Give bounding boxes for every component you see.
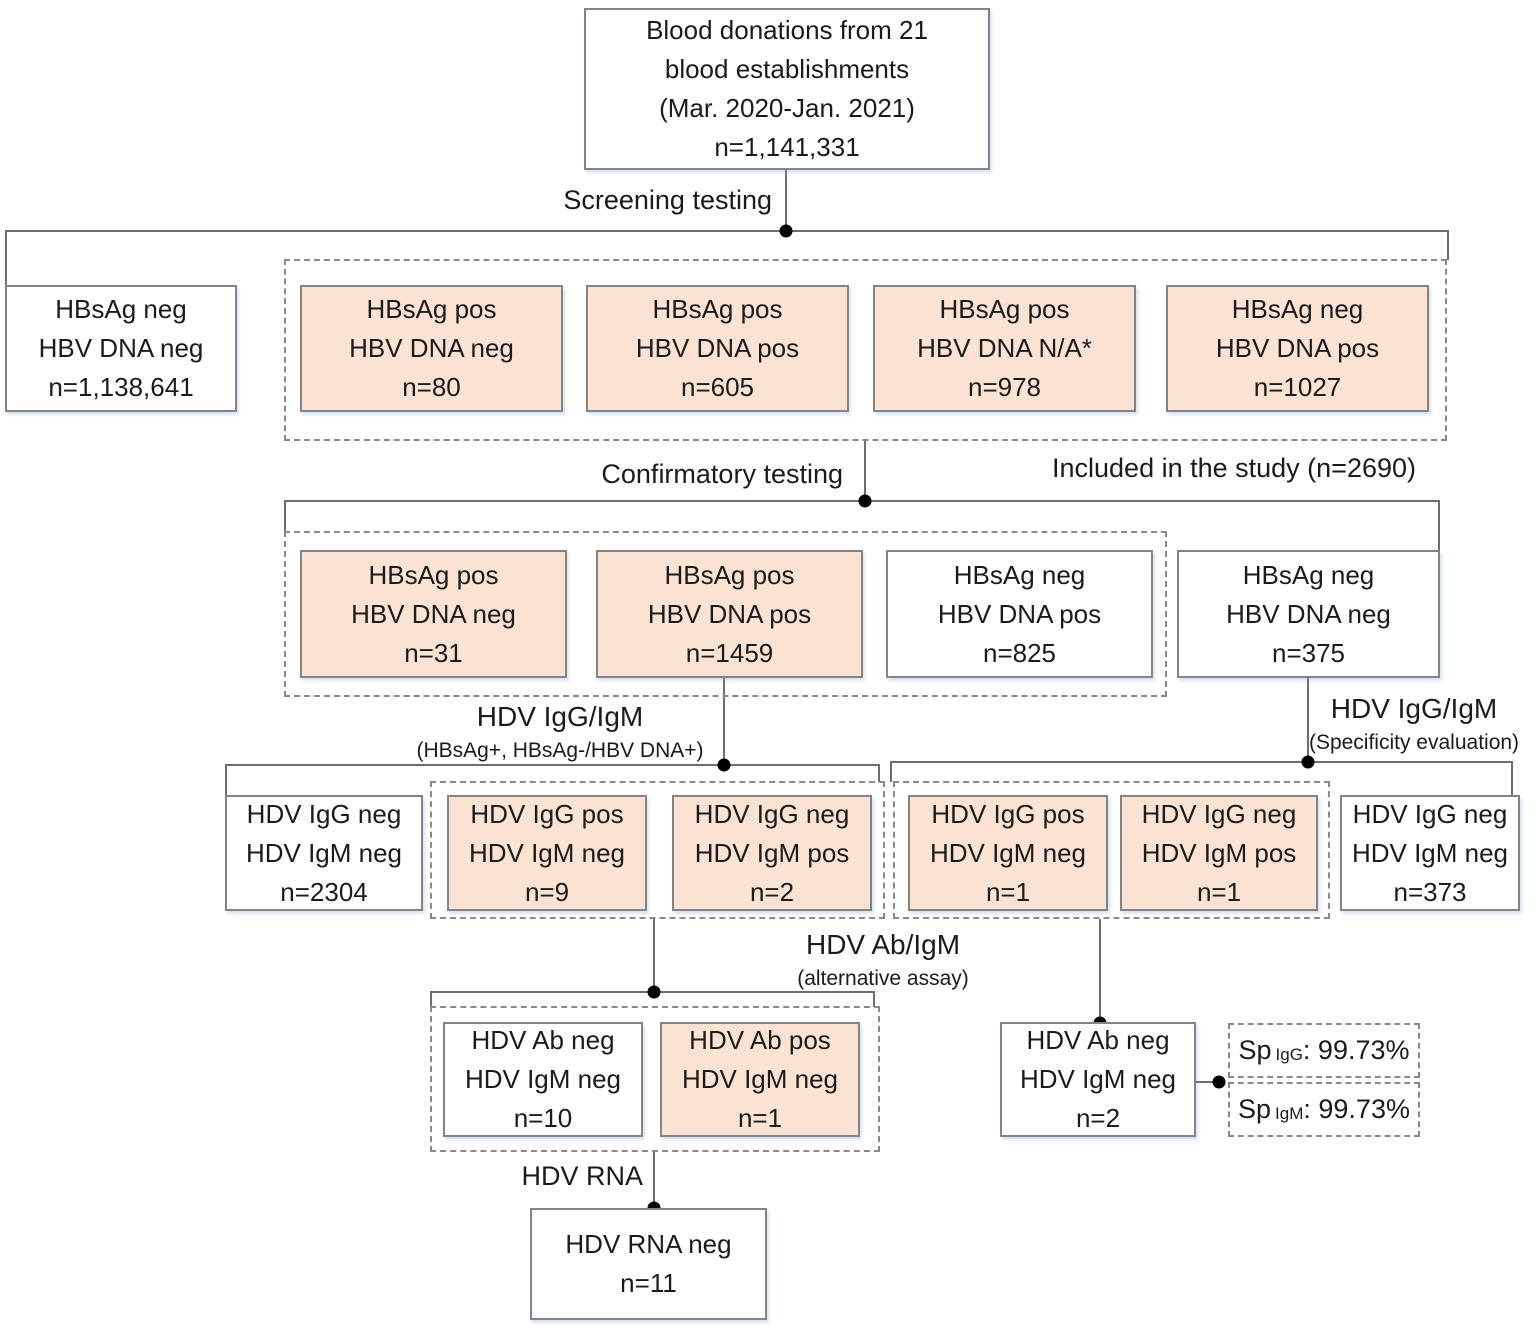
specificity-igg-prefix: Sp [1238,1035,1272,1065]
connector-line [284,500,286,532]
connector-line [878,764,880,782]
connector-line [890,761,1513,763]
connector-dot [779,224,793,238]
label-hdv-ab-igm-subtitle: (alternative assay) [797,966,969,990]
connector-line [1438,500,1440,550]
label-hdv-ab-igm-title: HDV Ab/IgM [805,929,961,960]
label-included-in-study: Included in the study (n=2690) [1052,453,1416,483]
group-hdv-reactive [430,781,885,919]
label-hdv-igg-igm-left: HDV IgG/IgM (HBsAg+, HBsAg-/HBV DNA+) [330,700,790,763]
group-alternative-assay [430,1006,880,1152]
connector-dot [1301,755,1315,769]
specificity-igm-prefix: Sp [1238,1094,1272,1124]
label-hdv-igg-igm-left-subtitle: (HBsAg+, HBsAg-/HBV DNA+) [416,738,704,762]
connector-line [5,230,7,285]
connector-line [785,170,787,232]
connector-line [1196,1081,1220,1083]
connector-line [5,230,1449,232]
connector-dot [1212,1075,1226,1089]
connector-line [1511,761,1513,796]
specificity-igg-value: : 99.73% [1302,1035,1410,1065]
connector-dot [858,494,872,508]
label-screening-testing: Screening testing [563,185,772,215]
connector-line [873,991,875,1007]
group-confirmatory [284,531,1167,697]
label-hdv-ab-igm: HDV Ab/IgM (alternative assay) [758,928,1008,991]
connector-line [864,441,866,502]
label-hdv-rna: HDV RNA [521,1161,643,1191]
specificity-igm-value: : 99.73% [1303,1094,1410,1124]
connector-line [653,1152,655,1208]
label-hdv-igg-igm-right: HDV IgG/IgM (Specificity evaluation) [1295,692,1533,755]
specificity-igg-subscript: IgG [1275,1045,1303,1064]
label-hdv-igg-igm-right-title: HDV IgG/IgM [1330,693,1498,724]
connector-dot [647,985,661,999]
connector-dot [717,758,731,772]
label-hdv-igg-igm-left-title: HDV IgG/IgM [476,701,644,732]
specificity-igm-subscript: IgM [1275,1104,1304,1123]
label-confirmatory-testing: Confirmatory testing [601,459,843,489]
connector-line [1307,678,1309,763]
group-screening-included [284,259,1447,441]
connector-line [1099,919,1101,1023]
connector-line [723,678,725,766]
label-hdv-igg-igm-right-subtitle: (Specificity evaluation) [1308,730,1520,754]
group-hdv-specificity [893,781,1330,919]
connector-line [225,764,880,766]
connector-line [890,761,892,782]
connector-line [653,919,655,993]
connector-line [430,991,432,1007]
connector-line [1447,230,1449,260]
connector-line [225,764,227,796]
